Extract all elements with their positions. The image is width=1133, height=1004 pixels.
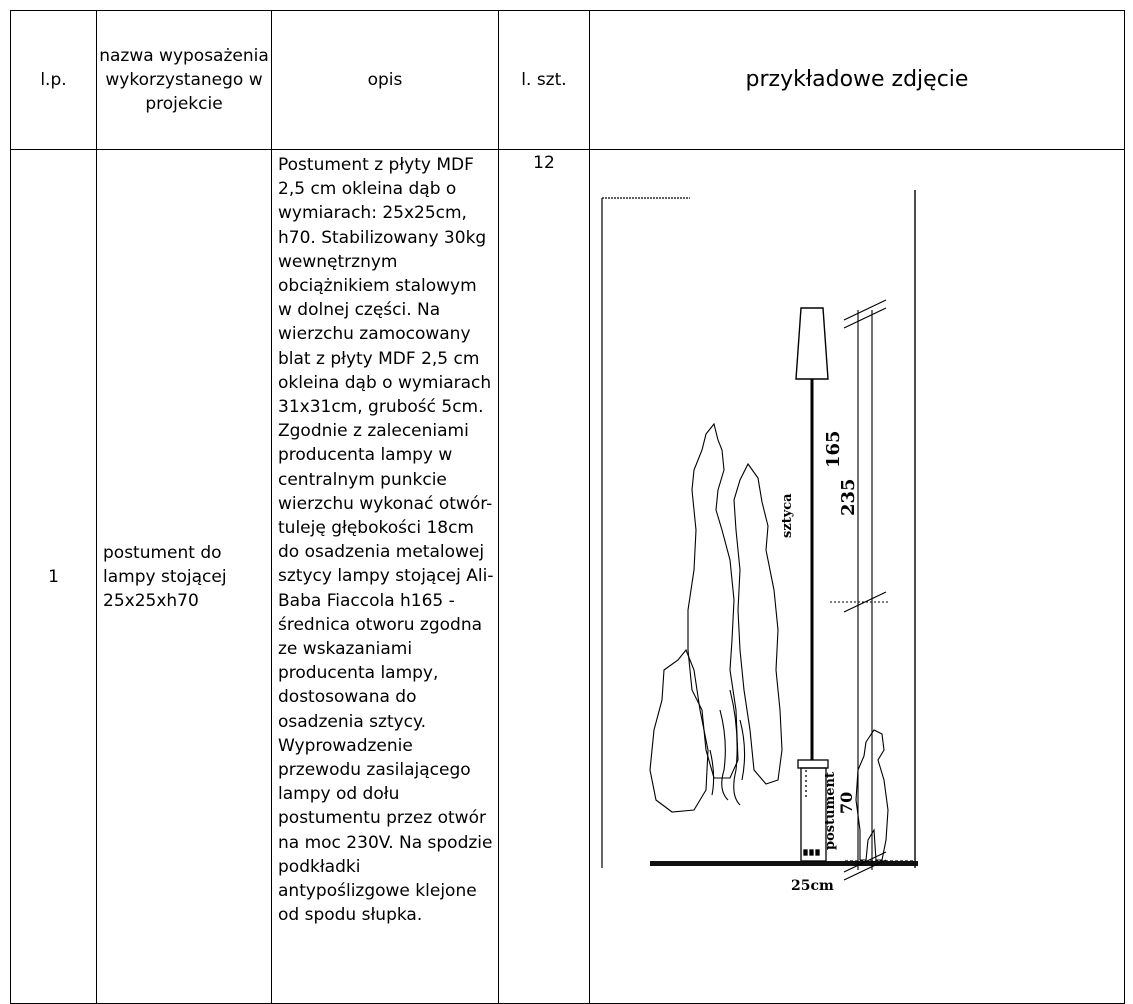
- floor-line: [650, 861, 918, 866]
- human-silhouettes: [649, 422, 889, 861]
- header-description: opis: [271, 10, 499, 150]
- lamp: [795, 307, 829, 760]
- equipment-table: l.p. nazwa wyposażenia wykorzystanego w …: [10, 10, 1125, 1004]
- table-row: 1 postument do lampy stojącej 25x25xh70 …: [10, 149, 1125, 1004]
- row-lp: 1: [10, 149, 97, 1004]
- header-quantity: l. szt.: [498, 10, 590, 150]
- label-25cm: 25cm: [791, 878, 834, 894]
- dimension-lines: [830, 299, 890, 881]
- row-description-text: Postument z płyty MDF 2,5 cm okleina dąb…: [278, 155, 494, 926]
- row-description: Postument z płyty MDF 2,5 cm okleina dąb…: [271, 149, 499, 1004]
- header-photo: przykładowe zdjęcie: [589, 10, 1125, 150]
- label-70: 70: [837, 792, 856, 814]
- row-quantity: 12: [498, 149, 590, 1004]
- drawing-frame: [601, 190, 916, 868]
- row-name: postument do lampy stojącej 25x25xh70: [96, 149, 272, 1004]
- label-235: 235: [838, 478, 859, 516]
- label-165: 165: [823, 430, 844, 468]
- pedestal-lamp-drawing: 165 235 sztyca postument 70 25cm: [601, 190, 918, 894]
- row-photo: 165 235 sztyca postument 70 25cm: [589, 149, 1125, 1004]
- table-header-row: l.p. nazwa wyposażenia wykorzystanego w …: [10, 10, 1125, 150]
- label-sztyca: sztyca: [780, 493, 795, 538]
- header-lp: l.p.: [10, 10, 97, 150]
- label-postument: postument: [823, 772, 838, 850]
- header-name: nazwa wyposażenia wykorzystanego w proje…: [96, 10, 272, 150]
